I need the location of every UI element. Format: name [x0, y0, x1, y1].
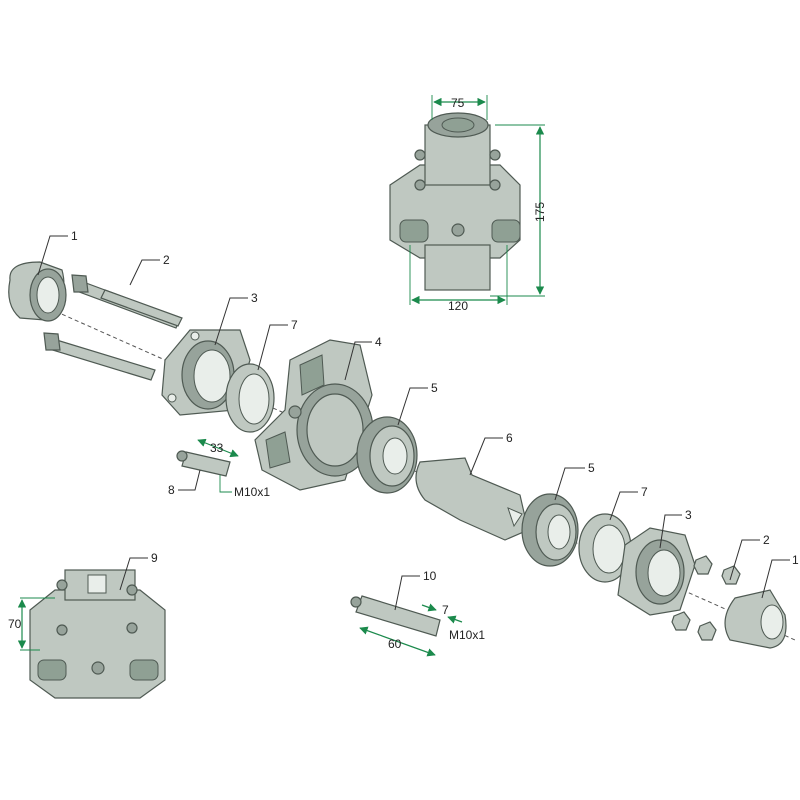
- dim-pin10-thread: M10x1: [449, 628, 485, 642]
- callout-3-left: 3: [251, 291, 258, 305]
- part-7-seal-left: [225, 363, 275, 433]
- part-3-flange-right: [617, 527, 696, 616]
- callout-leaders: [37, 235, 790, 611]
- housing-top-view: [389, 112, 521, 291]
- part-10-pin: [350, 595, 441, 637]
- callout-1-right: 1: [792, 553, 799, 567]
- dim-housing-top-width: 75: [451, 96, 465, 110]
- part-9-housing: [29, 569, 166, 699]
- callout-4: 4: [375, 335, 382, 349]
- part-6-shaft: [415, 457, 529, 541]
- dim-housing-base-width: 120: [448, 299, 468, 313]
- part-8-grease-bolt: [176, 450, 231, 477]
- callout-7-left: 7: [291, 318, 298, 332]
- part-5-bearing-right: [521, 493, 579, 567]
- part-4-bearing-housing: [254, 339, 374, 491]
- part-2-bolts: [43, 274, 183, 381]
- callout-3-right: 3: [685, 508, 692, 522]
- part-1-bushing-left: [8, 261, 67, 322]
- dim-pin10-length: 60: [388, 637, 402, 651]
- callout-2-right: 2: [763, 533, 770, 547]
- dim-pin10-thread-length: 7: [442, 603, 449, 617]
- callout-5-left: 5: [431, 381, 438, 395]
- part-1-bushing-right: [724, 589, 787, 649]
- callout-7-right: 7: [641, 485, 648, 499]
- callout-1-left: 1: [71, 229, 78, 243]
- dim-housing9-height: 70: [8, 617, 22, 631]
- callout-8: 8: [168, 483, 175, 497]
- dim-bolt8-thread: M10x1: [234, 485, 270, 499]
- dim-bolt8-length: 33: [210, 441, 224, 455]
- callout-2-left: 2: [163, 253, 170, 267]
- part-7-seal-right: [578, 513, 632, 583]
- dimension-lines: [17, 95, 545, 657]
- callout-10: 10: [423, 569, 437, 583]
- callout-5-right: 5: [588, 461, 595, 475]
- callout-6: 6: [506, 431, 513, 445]
- callout-9: 9: [151, 551, 158, 565]
- part-5-bearing-left: [356, 416, 418, 494]
- dim-housing-height: 175: [533, 202, 547, 222]
